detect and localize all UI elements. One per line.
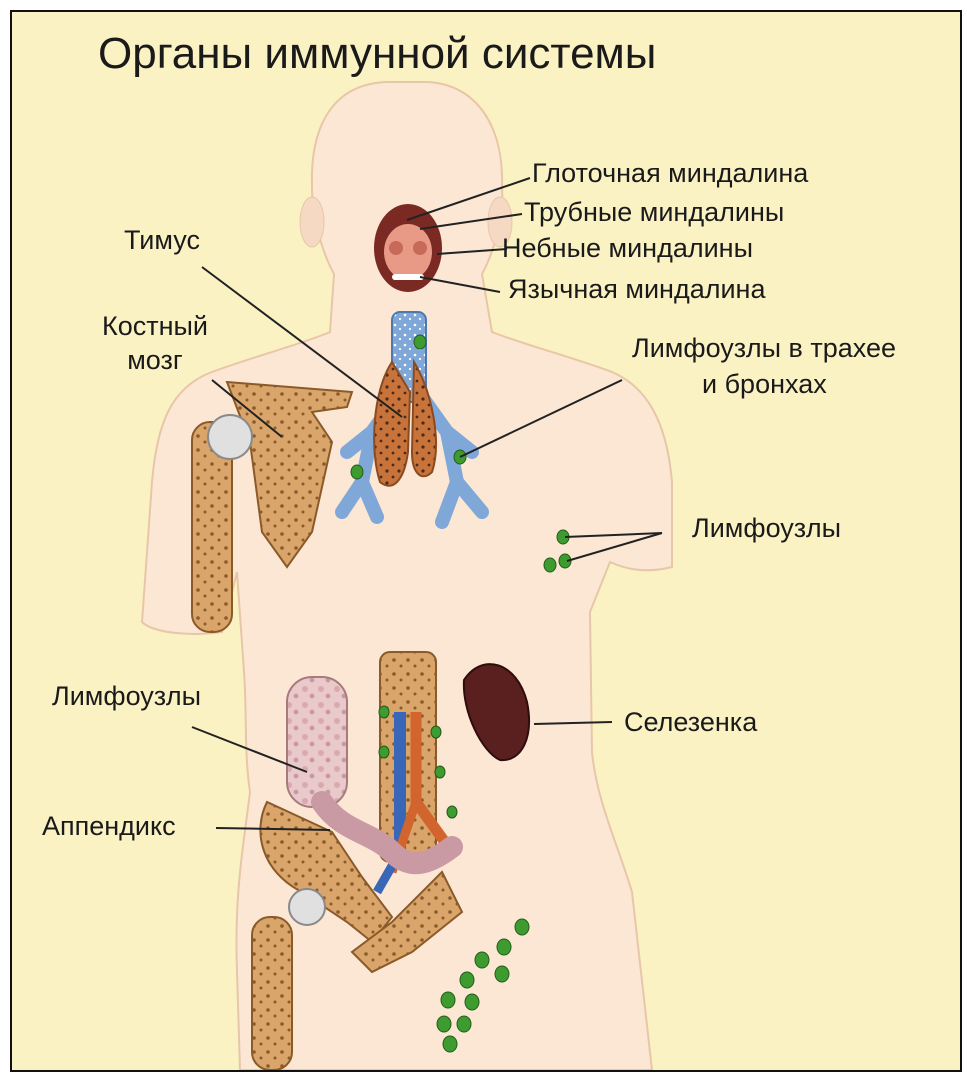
label-bone-marrow-line1: Костный xyxy=(90,310,220,342)
label-abdominal-lymph-nodes: Лимфоузлы xyxy=(52,680,201,712)
label-tubal-tonsils: Трубные миндалины xyxy=(524,196,784,228)
label-bone-marrow-line2: мозг xyxy=(90,344,220,376)
label-spleen: Селезенка xyxy=(624,706,757,738)
label-arm-lymph-nodes: Лимфоузлы xyxy=(692,512,841,544)
label-lingual-tonsil: Язычная миндалина xyxy=(508,273,766,305)
label-appendix: Аппендикс xyxy=(42,810,176,842)
label-palatine-tonsils: Небные миндалины xyxy=(502,232,753,264)
label-trachea-nodes-line1: Лимфоузлы в трахее xyxy=(632,332,896,364)
label-pharyngeal-tonsil: Глоточная миндалина xyxy=(532,157,808,189)
label-trachea-nodes-line2: и бронхах xyxy=(702,368,827,400)
diagram-frame: Органы иммунной системы Глоточная миндал… xyxy=(10,10,962,1072)
page-title: Органы иммунной системы xyxy=(98,26,656,82)
label-thymus: Тимус xyxy=(124,224,200,256)
